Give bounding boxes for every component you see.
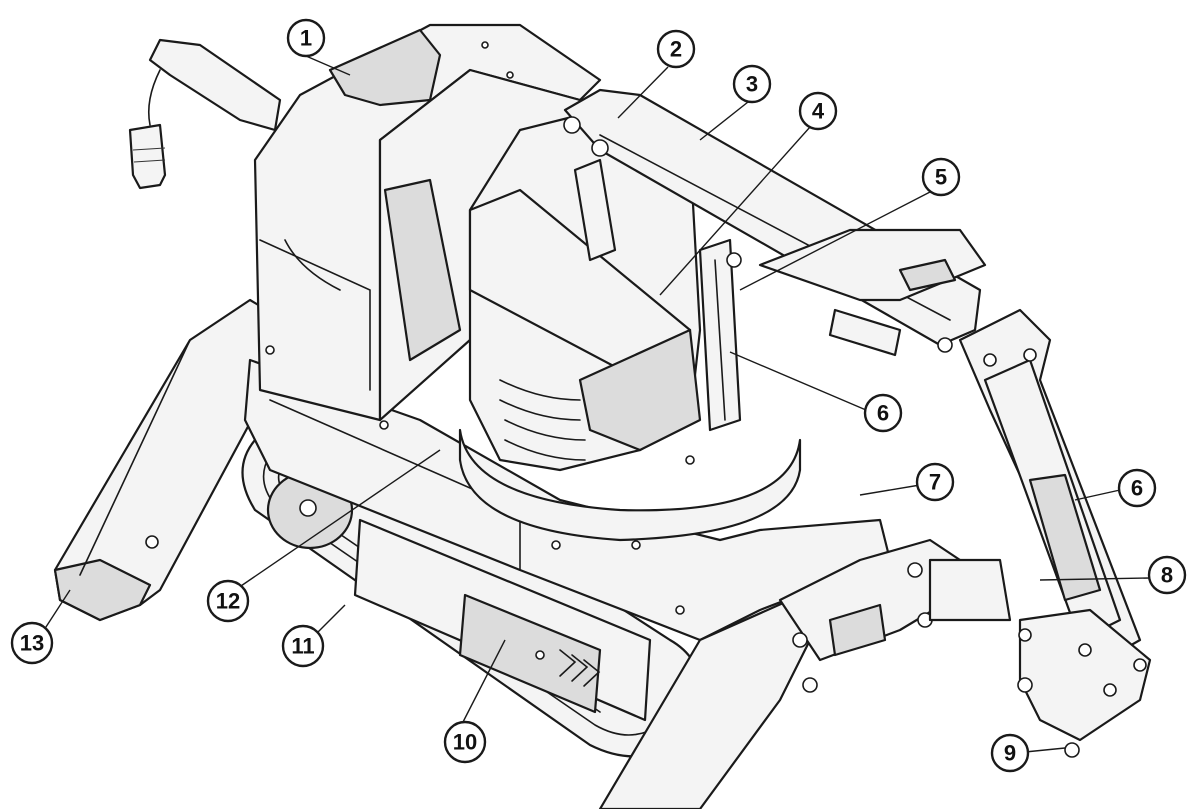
callout-4: 4 [798, 91, 838, 131]
callout-11-label: 11 [291, 634, 314, 659]
boom-arm [563, 88, 987, 353]
callout-3: 3 [732, 64, 772, 104]
callout-9-label: 9 [1004, 741, 1016, 766]
callout-6-lower-label: 6 [1131, 476, 1143, 501]
callout-2-label: 2 [670, 37, 682, 62]
callout-10-label: 10 [453, 730, 477, 755]
hydraulic-cylinders [573, 158, 902, 432]
callout-13: 13 [10, 621, 54, 665]
callout-7-label: 7 [929, 470, 941, 495]
callout-2: 2 [656, 29, 696, 69]
callout-3-label: 3 [746, 72, 758, 97]
callout-12-label: 12 [216, 589, 240, 614]
callout-5-label: 5 [935, 165, 947, 190]
callout-10: 10 [443, 720, 487, 764]
callout-7: 7 [915, 462, 955, 502]
callout-1: 1 [286, 18, 326, 58]
callout-8-label: 8 [1161, 563, 1173, 588]
front-right-outrigger [598, 538, 1012, 809]
callout-12: 12 [206, 579, 250, 623]
control-unit [468, 113, 702, 472]
right-arm [958, 308, 1152, 758]
callout-6-lower: 6 [1117, 468, 1157, 508]
callout-9: 9 [990, 733, 1030, 773]
leader-lines [43, 55, 1151, 753]
callout-4-label: 4 [812, 99, 825, 124]
handle-and-power-plug [128, 38, 282, 190]
callout-1-label: 1 [300, 26, 312, 51]
callout-8: 8 [1147, 555, 1187, 595]
callout-11: 11 [281, 624, 325, 668]
callout-5: 5 [921, 157, 961, 197]
callout-6-upper: 6 [863, 393, 903, 433]
callout-13-label: 13 [20, 631, 44, 656]
callout-6-upper-label: 6 [877, 401, 889, 426]
turntable [458, 428, 802, 542]
